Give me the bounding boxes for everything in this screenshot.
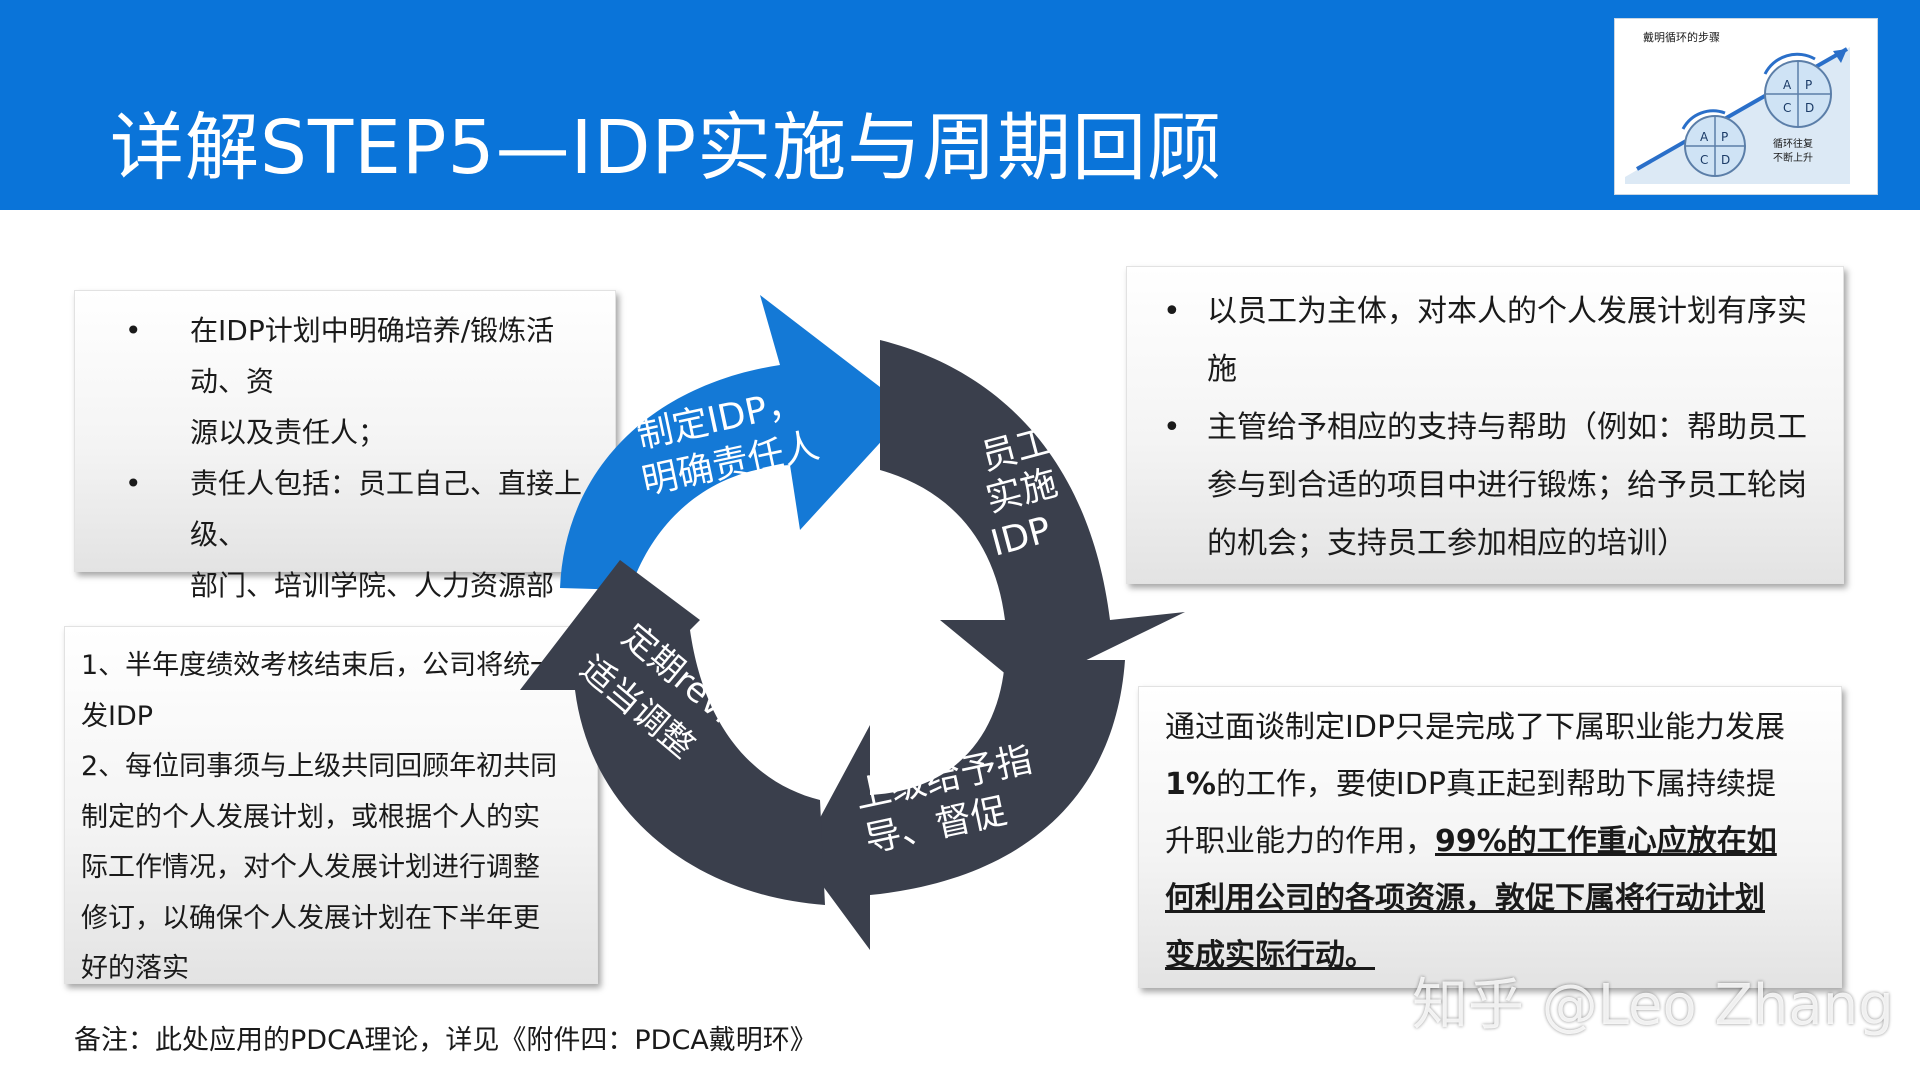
list-item: • 主管给予相应的支持与帮助（例如：帮助员工 参与到合适的项目中进行锻炼；给予员… [1149,399,1825,573]
list-item: • 责任人包括：员工自己、直接上级、 部门、培训学院、人力资源部 [115,458,585,611]
footnote: 备注：此处应用的PDCA理论，详见《附件四：PDCA戴明环》 [74,1025,817,1056]
cycle-arrow-guide [800,660,1125,950]
pdca-letter-d1: D [1805,101,1814,115]
text-line: 制定的个人发展计划，或根据个人的实 [81,801,540,833]
cycle-label-plan-2: 明确责任人 [638,425,823,503]
text-line: 际工作情况，对个人发展计划进行调整 [81,852,540,883]
text-line: 发IDP [81,700,154,732]
watermark: 知乎 @Leo Zhang [1412,973,1894,1038]
header-bar: 详解STEP5—IDP实施与周期回顾 [0,0,1920,210]
bullet-text-line: 责任人包括：员工自己、直接上级、 [190,467,583,551]
pdca-thumbnail: A P C D A P C D 戴明循环的步骤 循环往复 不断上升 [1614,18,1878,195]
list-item: • 以员工为主体，对本人的个人发展计划有序实 施 [1149,283,1825,399]
bullet-text-line: 参与到合适的项目中进行锻炼；给予员工轮岗 [1207,468,1807,503]
cycle-label-implement-3: IDP [987,510,1056,565]
box-implement-idp: • 以员工为主体，对本人的个人发展计划有序实 施 • 主管给予相应的支持与帮助（… [1126,266,1844,584]
list-item: • 在IDP计划中明确培养/锻炼活动、资 源以及责任人； [115,305,585,458]
emphasis-text: 变成实际行动。 [1165,938,1375,973]
cycle-label-guide-2: 导、督促 [861,791,1010,861]
text-line: 修订，以确保个人发展计划在下半年更 [81,902,540,934]
bullet-text-line: 主管给予相应的支持与帮助（例如：帮助员工 [1207,410,1807,445]
bullet-text-line: 部门、培训学院、人力资源部 [190,569,555,602]
text-line: 好的落实 [81,953,189,984]
emphasis-text: 99%的工作重心应放在如 [1435,824,1777,859]
emphasis-text: 何利用公司的各项资源，敦促下属将行动计划 [1165,881,1765,916]
text-line: 1、半年度绩效考核结束后，公司将统一 [81,650,558,681]
pdca-letter-c2: C [1700,153,1708,167]
cycle-label-implement-1: 员工 [977,420,1057,478]
text-line: 变成实际行动。 [1165,927,1821,984]
bullet-text-line: 在IDP计划中明确培养/锻炼活动、资 [190,314,555,398]
pdca-letter-p1: P [1805,78,1812,92]
pdca-letter-p2: P [1721,130,1728,144]
text-line: 升职业能力的作用，99%的工作重心应放在如 [1165,813,1821,870]
text-line: 1%的工作，要使IDP真正起到帮助下属持续提 [1165,756,1821,813]
pdca-letter-d2: D [1721,153,1730,167]
text-span: 的工作，要使IDP真正起到帮助下属持续提 [1215,767,1776,802]
pdca-letter-a2: A [1700,130,1709,144]
pdca-caption-top: 戴明循环的步骤 [1643,30,1720,44]
bullet-text-line: 的机会；支持员工参加相应的培训） [1207,526,1687,561]
cycle-label-implement-2: 实施 [982,462,1062,520]
bullet: • [125,314,142,347]
box-periodic-review: 1、半年度绩效考核结束后，公司将统一 发IDP 2、每位同事须与上级共同回顾年初… [64,626,598,984]
bullet-text-line: 以员工为主体，对本人的个人发展计划有序实 [1207,294,1807,329]
cycle-label-guide-1: 上级给予指 [851,739,1036,817]
pdca-letter-a1: A [1783,78,1792,92]
bullet: • [1163,294,1181,329]
cycle-label-plan-1: 制定IDP， [633,382,806,457]
bold-percent: 1% [1165,767,1216,802]
pdca-caption-bottom-1: 循环往复 [1773,137,1813,150]
pdca-illustration: A P C D A P C D 戴明循环的步骤 循环往复 不断上升 [1615,19,1877,194]
box-plan-idp: • 在IDP计划中明确培养/锻炼活动、资 源以及责任人； • 责任人包括：员工自… [74,290,616,602]
text-line: 何利用公司的各项资源，敦促下属将行动计划 [1165,870,1821,927]
bullet: • [1163,410,1181,445]
pdca-caption-bottom-2: 不断上升 [1773,151,1813,164]
box-supervisor-guidance: 通过面谈制定IDP只是完成了下属职业能力发展 1%的工作，要使IDP真正起到帮助… [1138,686,1842,988]
text-line: 通过面谈制定IDP只是完成了下属职业能力发展 [1165,710,1786,745]
cycle-label-review-1: 定期review并 [614,616,804,784]
text-span: 升职业能力的作用， [1165,824,1435,859]
bullet: • [125,467,142,500]
text-line: 2、每位同事须与上级共同回顾年初共同 [81,751,558,782]
page-title: 详解STEP5—IDP实施与周期回顾 [110,105,1223,191]
bullet-text-line: 源以及责任人； [190,416,387,449]
bullet-text-line: 施 [1207,352,1237,387]
pdca-letter-c1: C [1783,101,1791,115]
